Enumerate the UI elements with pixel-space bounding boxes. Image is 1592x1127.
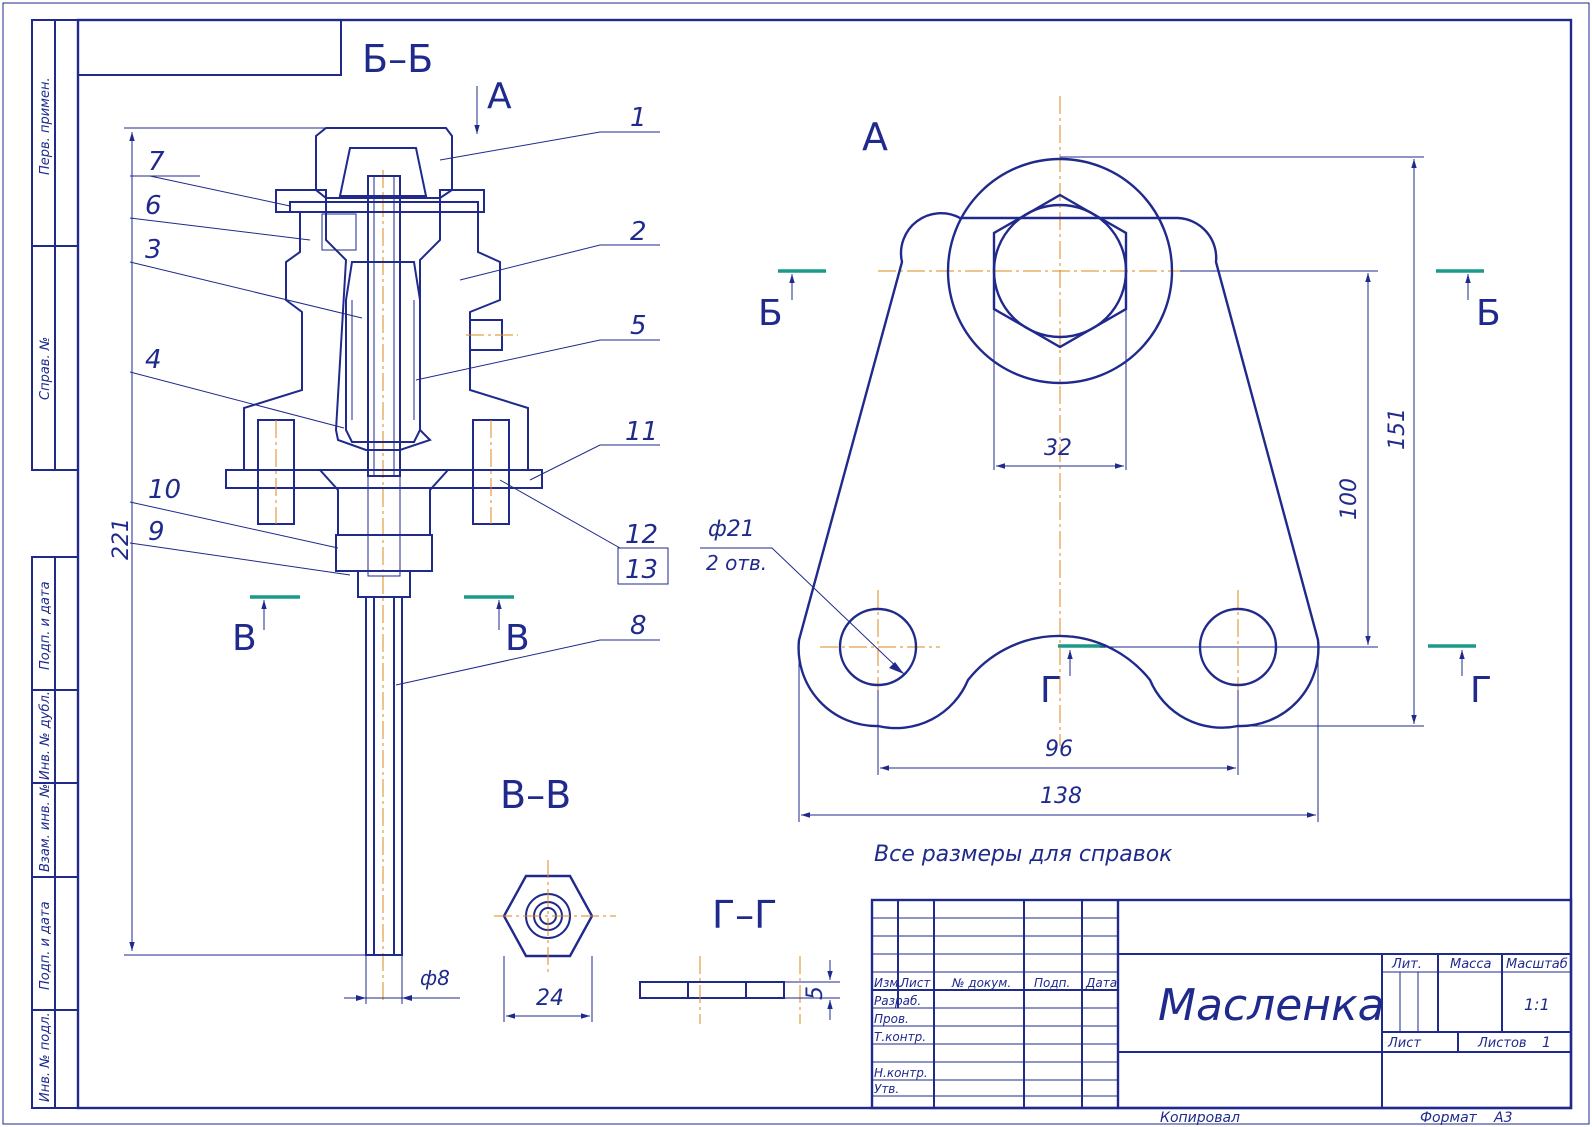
tb-role-prov: Пров. [874,1012,909,1026]
dim-holes: 2 отв. [706,551,767,575]
dim-100: 100 [1337,478,1362,520]
cut-b-left: Б [758,293,783,334]
title-block-text: Изм. Лист № докум. Подп. Дата Разраб. Пр… [874,957,1568,1126]
tb-izm: Изм. [874,976,902,990]
tb-sheet-label: Лист [1387,1036,1421,1051]
tb-date: Дата [1085,976,1117,990]
tb-sign: Подп. [1034,976,1070,990]
leader-10: 10 [148,475,181,505]
section-bb-drawing [225,127,543,1000]
dim-151: 151 [1385,408,1410,450]
cut-g-left: Г [1040,670,1062,711]
tb-role-utv: Утв. [874,1082,899,1096]
cut-markers: В В Б Б Г Г [232,269,1501,711]
tb-lit: Лит. [1391,957,1422,972]
side-label-inv-dubl: Инв. № дубл. [38,691,53,780]
dim-221: 221 [109,518,134,560]
leader-13: 13 [625,555,658,585]
tb-role-nkontr: Н.контр. [874,1066,928,1080]
leader-6: 6 [145,191,162,221]
section-vv-drawing: 24 [494,860,616,1022]
title-block-lines [870,898,1573,1110]
leader-1: 1 [630,103,647,133]
section-bb-dimensions: 221 ф8 [109,127,460,1004]
tb-scale-value: 1:1 [1524,995,1550,1014]
tb-mass: Масса [1450,957,1491,972]
tb-format-label: Формат [1420,1110,1478,1126]
side-label-sprav: Справ. № [38,337,53,400]
side-label-podp2: Подп. и дата [38,901,53,990]
side-label-inv-podl: Инв. № подл. [38,1012,53,1102]
leader-12: 12 [625,520,658,550]
tb-doc: № докум. [951,976,1011,990]
tb-role-razrab: Разраб. [874,994,921,1008]
view-a-arrow-label: А [487,76,512,117]
tb-copied: Копировал [1160,1110,1240,1126]
general-note: Все размеры для справок [874,842,1173,867]
cut-v-right: В [505,618,530,659]
tb-scale-label: Масштаб [1506,957,1568,972]
side-label-podp1: Подп. и дата [38,581,53,670]
dim-32: 32 [1044,436,1072,461]
title-section-vv: В–В [500,773,571,817]
leader-5: 5 [630,311,647,341]
view-a-drawing: 32 151 100 96 138 ф21 2 отв. [700,96,1424,822]
tb-list: Лист [899,976,931,990]
side-label-perv: Перв. примен. [38,77,53,175]
leader-lines [129,131,669,686]
side-label-vzam: Взам. инв. № [38,784,53,872]
cut-v-left: В [232,618,257,659]
tb-sheets-label: Листов [1477,1036,1527,1051]
side-labels: Перв. примен. Справ. № Подп. и дата Инв.… [38,77,53,1102]
leader-2: 2 [630,217,647,247]
dim-24: 24 [536,986,564,1011]
cut-b-right: Б [1476,293,1501,334]
dim-96: 96 [1045,737,1073,762]
dim-d8: ф8 [420,966,450,990]
title-section-gg: Г–Г [712,893,777,937]
leader-3: 3 [145,235,162,265]
leader-8: 8 [630,611,647,641]
dim-5: 5 [803,986,828,1000]
dim-d21: ф21 [708,517,755,542]
tb-role-tkontr: Т.контр. [874,1030,926,1044]
leader-11: 11 [625,417,658,447]
leader-numbers: 1 2 3 4 5 6 7 8 9 10 11 12 13 [145,103,658,641]
view-labels: Б–Б А А В–В Г–Г [362,37,888,937]
title-view-a: А [862,115,888,159]
leader-7: 7 [148,147,165,177]
cut-g-right: Г [1470,670,1492,711]
tb-sheets-value: 1 [1542,1035,1551,1051]
tb-format-value: А3 [1493,1110,1512,1126]
leader-4: 4 [145,345,162,375]
leader-9: 9 [148,517,165,547]
section-gg-drawing: 5 [639,956,840,1024]
dim-138: 138 [1040,784,1082,809]
tb-product-name: Масленка [1158,980,1385,1031]
title-section-bb: Б–Б [362,37,433,81]
